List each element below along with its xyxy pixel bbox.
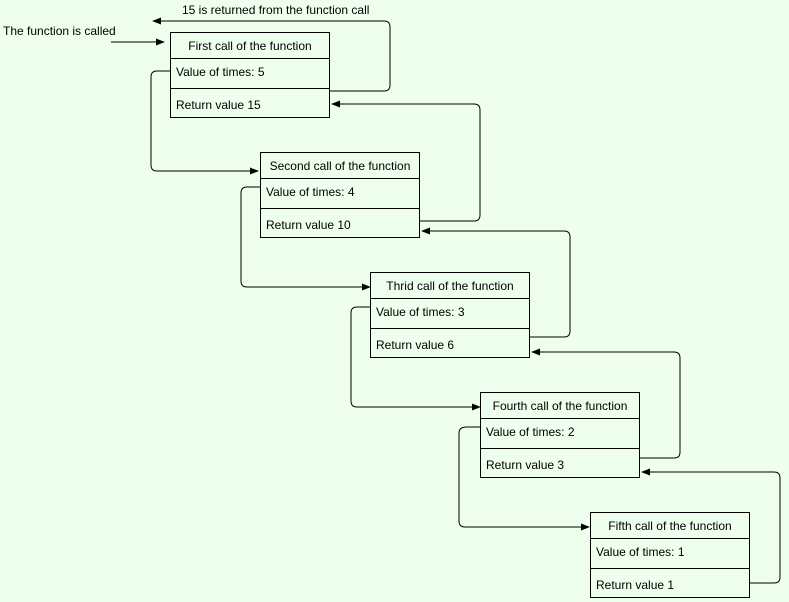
call-arrow-1-2 (150, 70, 259, 175)
return-value: Return value 6 (376, 338, 455, 352)
call-arrow-3-4 (350, 306, 481, 411)
return-value: Return value 3 (486, 458, 565, 472)
call-arrow-4-5 (458, 426, 590, 531)
times-value: Value of times: 1 (591, 539, 749, 569)
times-value: Value of times: 5 (171, 59, 329, 89)
times-value: Value of times: 4 (261, 179, 419, 209)
call-frame-4: Fourth call of the function Value of tim… (480, 392, 640, 478)
function-called-label: The function is called (3, 24, 116, 38)
call-frame-title: Thrid call of the function (371, 273, 529, 299)
call-frame-title: Fourth call of the function (481, 393, 639, 419)
call-arrow-2-3 (240, 186, 371, 291)
call-frame-3: Thrid call of the function Value of time… (370, 272, 530, 358)
return-value: Return value 10 (266, 218, 351, 232)
call-frame-2: Second call of the function Value of tim… (260, 152, 420, 238)
times-value: Value of times: 3 (371, 299, 529, 329)
call-frame-title: Fifth call of the function (591, 513, 749, 539)
times-value: Value of times: 2 (481, 419, 639, 449)
return-value: Return value 1 (596, 578, 675, 592)
return-arrow-5-4 (641, 468, 781, 584)
return-arrow-2-1 (331, 100, 481, 222)
return-arrow-3-2 (421, 227, 571, 338)
result-arrow (152, 17, 391, 92)
call-frame-5: Fifth call of the function Value of time… (590, 512, 750, 598)
call-frame-title: First call of the function (171, 33, 329, 59)
result-returned-label: 15 is returned from the function call (182, 3, 370, 17)
call-frame-1: First call of the function Value of time… (170, 32, 330, 118)
call-frame-title: Second call of the function (261, 153, 419, 179)
return-arrow-4-3 (531, 348, 681, 459)
return-value: Return value 15 (176, 98, 261, 112)
